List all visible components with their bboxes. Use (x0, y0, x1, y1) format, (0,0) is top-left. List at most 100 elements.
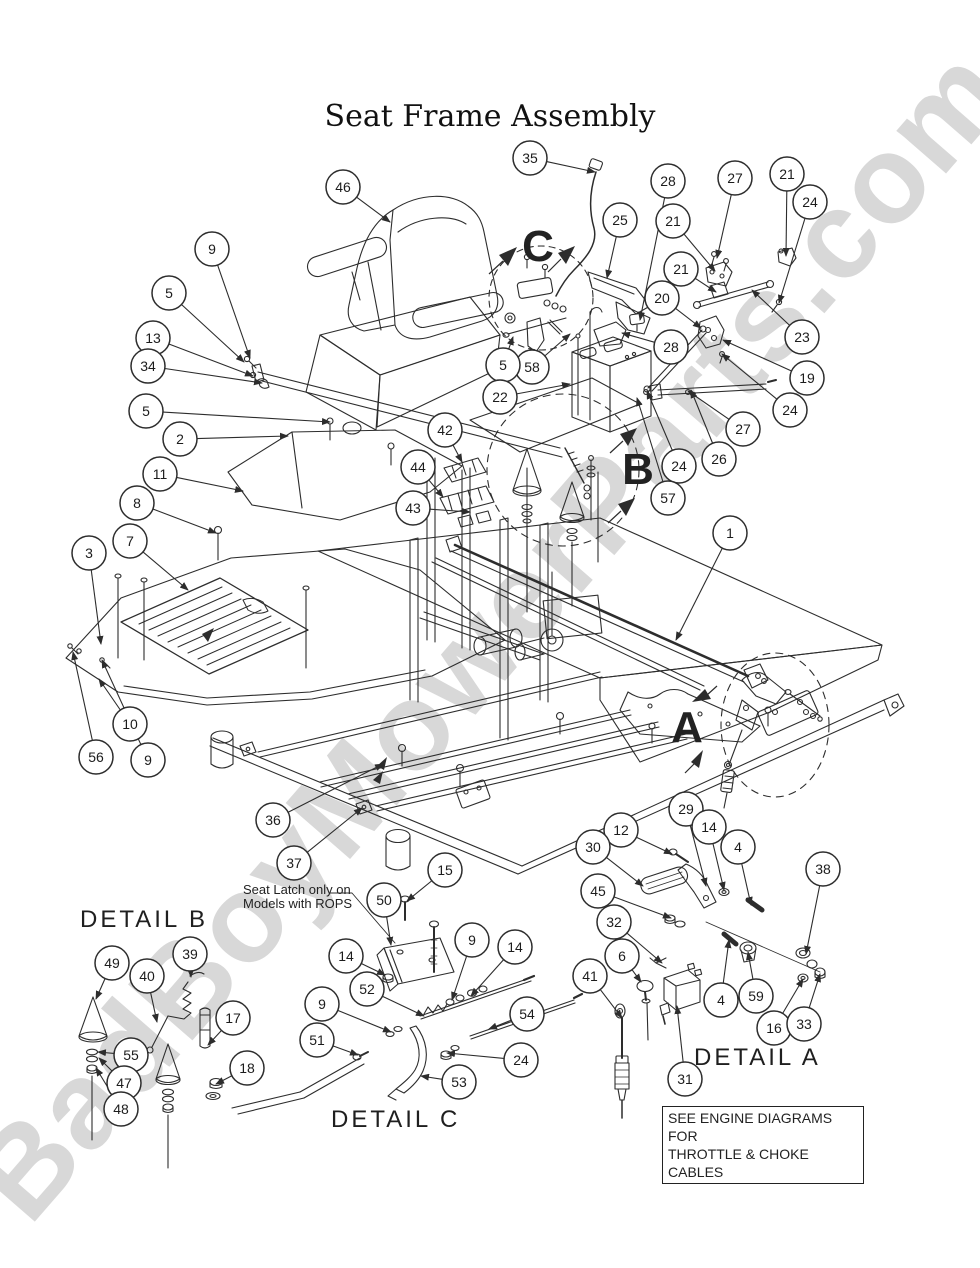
callout-58: 58 (514, 349, 550, 385)
callout-circle-18 (229, 1050, 265, 1086)
callout-circle-50 (366, 882, 402, 918)
floor-bolts (114, 525, 310, 669)
seat-latch-parts (502, 253, 567, 353)
detail-a-source-parts (720, 671, 823, 809)
callout-number-17: 17 (225, 1010, 241, 1026)
detail-a-label: DETAIL A (694, 1044, 821, 1071)
callout-circle-14 (328, 938, 364, 974)
callout-number-21: 21 (779, 166, 795, 182)
callout-circle-37 (276, 845, 312, 881)
callout-number-59: 59 (748, 988, 764, 1004)
leader-line-6 (631, 969, 642, 983)
callout-number-24: 24 (802, 194, 818, 210)
callout-number-41: 41 (582, 968, 598, 984)
leader-line-32 (626, 932, 663, 964)
ribbed-floor-plate (120, 577, 309, 675)
callout-5: 5 (128, 393, 164, 429)
callout-number-39: 39 (182, 946, 198, 962)
callout-circle-3 (71, 535, 107, 571)
detail-c-source-circle (488, 245, 594, 351)
callout-circle-38 (805, 851, 841, 887)
leader-line-59 (745, 951, 754, 980)
leader-line-45 (613, 896, 672, 919)
callout-24: 24 (661, 448, 697, 484)
leader-line-20 (675, 307, 702, 329)
callout-11: 11 (142, 456, 178, 492)
callout-49: 49 (94, 945, 130, 981)
leader-line-23 (751, 289, 790, 326)
callout-9: 9 (194, 231, 230, 267)
callout-circle-24 (772, 392, 808, 428)
callout-21: 21 (655, 203, 691, 239)
callout-number-9: 9 (468, 932, 476, 948)
callout-number-24: 24 (513, 1052, 529, 1068)
callout-number-33: 33 (796, 1016, 812, 1032)
callout-number-5: 5 (165, 285, 173, 301)
callout-circle-11 (142, 456, 178, 492)
leader-line-14 (712, 843, 726, 891)
callout-12: 12 (603, 812, 639, 848)
callout-circle-48 (103, 1091, 139, 1127)
callout-circle-27 (717, 160, 753, 196)
callout-number-58: 58 (524, 359, 540, 375)
callout-circle-57 (650, 480, 686, 516)
callout-circle-14 (691, 809, 727, 845)
callout-35: 35 (512, 140, 548, 176)
callout-5: 5 (485, 347, 521, 383)
leader-line-16 (782, 978, 804, 1014)
leader-line-24 (778, 218, 806, 304)
callout-number-3: 3 (85, 545, 93, 561)
leader-line-12 (636, 836, 673, 855)
callout-number-52: 52 (359, 981, 375, 997)
battery (564, 306, 652, 500)
callout-number-55: 55 (123, 1047, 139, 1063)
callout-number-20: 20 (654, 290, 670, 306)
callout-circle-27 (725, 411, 761, 447)
callout-circle-49 (94, 945, 130, 981)
callout-number-26: 26 (711, 451, 727, 467)
leader-line-40 (150, 992, 159, 1023)
engine-note-line1: SEE ENGINE DIAGRAMS FOR (668, 1110, 833, 1144)
callout-circle-17 (215, 1000, 251, 1036)
callout-circle-54 (509, 996, 545, 1032)
callout-33: 33 (786, 1006, 822, 1042)
seat-latch-note-line1: Seat Latch only on (243, 882, 351, 897)
callout-21: 21 (769, 156, 805, 192)
callout-number-12: 12 (613, 822, 629, 838)
callout-14: 14 (691, 809, 727, 845)
callout-number-47: 47 (116, 1075, 132, 1091)
callout-number-40: 40 (139, 968, 155, 984)
callout-circle-4 (720, 829, 756, 865)
seat-switch-cable (555, 158, 603, 297)
callout-28: 28 (653, 329, 689, 365)
callout-circle-24 (661, 448, 697, 484)
callout-21: 21 (663, 251, 699, 287)
callout-9: 9 (454, 922, 490, 958)
callout-41: 41 (572, 958, 608, 994)
leader-line-10 (98, 678, 121, 711)
callout-number-53: 53 (451, 1074, 467, 1090)
callout-number-45: 45 (590, 883, 606, 899)
callout-14: 14 (328, 938, 364, 974)
callout-number-49: 49 (104, 955, 120, 971)
callout-number-9: 9 (144, 752, 152, 768)
engine-diagram-note: SEE ENGINE DIAGRAMS FOR THROTTLE & CHOKE… (662, 1106, 864, 1184)
detail-b-label: DETAIL B (80, 906, 209, 933)
leader-line-36 (287, 763, 384, 813)
callout-number-42: 42 (437, 422, 453, 438)
callout-number-21: 21 (665, 213, 681, 229)
leader-line-31 (674, 1005, 684, 1063)
callout-number-5: 5 (499, 357, 507, 373)
callout-circle-28 (650, 163, 686, 199)
leader-line-50 (386, 916, 394, 946)
leader-line-29 (689, 825, 708, 887)
callout-50: 50 (366, 882, 402, 918)
callout-6: 6 (604, 938, 640, 974)
callout-number-30: 30 (585, 839, 601, 855)
callout-number-9: 9 (318, 996, 326, 1012)
callout-45: 45 (580, 873, 616, 909)
callout-16: 16 (756, 1010, 792, 1046)
callout-9: 9 (130, 742, 166, 778)
callout-4: 4 (703, 982, 739, 1018)
